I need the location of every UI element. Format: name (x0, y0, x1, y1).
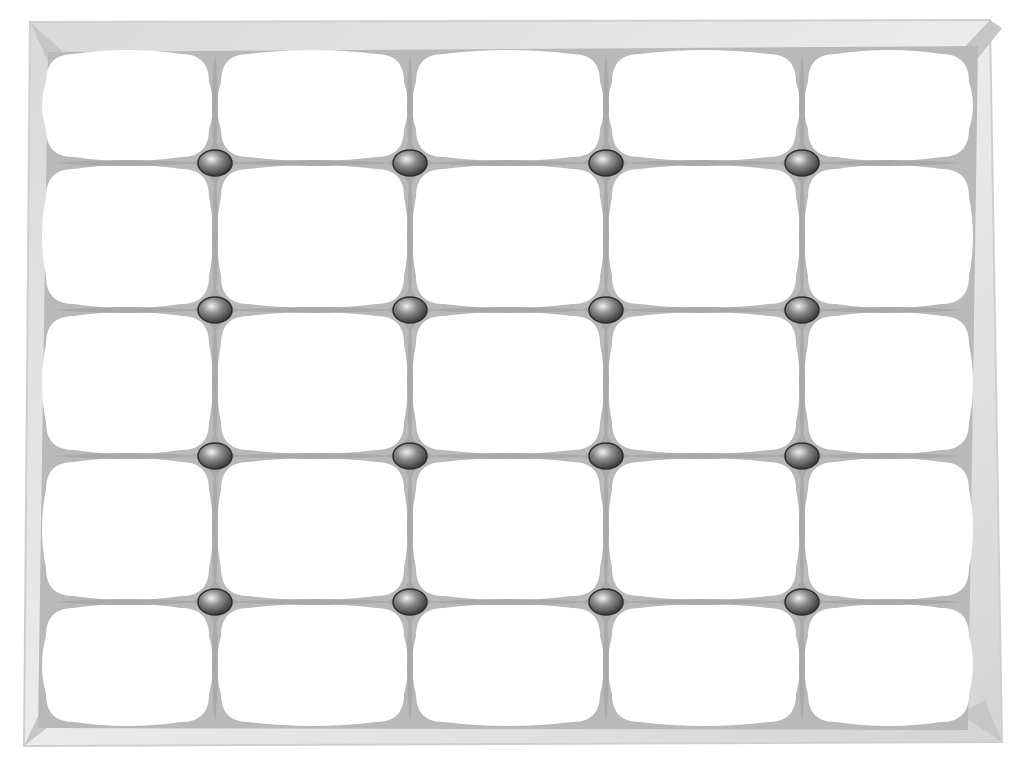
cushion (412, 165, 604, 308)
tuft-button (588, 149, 624, 177)
crease-vertical (212, 460, 218, 598)
crease-horizontal (816, 599, 961, 605)
tuft-button (197, 296, 233, 324)
crease-vertical (603, 460, 609, 598)
cushion (804, 312, 973, 454)
cushion (804, 604, 973, 726)
crease-vertical (212, 167, 218, 306)
crease-horizontal (54, 453, 201, 459)
crease-horizontal (424, 160, 592, 166)
crease-vertical (212, 52, 218, 159)
tuft-button (197, 149, 233, 177)
cushion (608, 312, 800, 454)
crease-vertical (603, 167, 609, 306)
crease-horizontal (229, 307, 396, 313)
cushion (804, 165, 973, 308)
crease-horizontal (54, 599, 201, 605)
crease-horizontal (229, 453, 396, 459)
cushion (42, 312, 213, 454)
crease-horizontal (424, 453, 592, 459)
cushion (217, 50, 408, 161)
tuft-button (588, 296, 624, 324)
crease-vertical (407, 460, 413, 598)
cushion (804, 50, 973, 161)
crease-horizontal (424, 307, 592, 313)
crease-horizontal (816, 307, 961, 313)
crease-vertical (603, 52, 609, 159)
crease-vertical (799, 167, 805, 306)
crease-grid (54, 52, 961, 724)
crease-horizontal (620, 307, 788, 313)
crease-horizontal (620, 453, 788, 459)
cushion (42, 458, 213, 600)
crease-vertical (799, 606, 805, 724)
cushion (608, 604, 800, 726)
cushion (42, 604, 213, 726)
crease-vertical (799, 314, 805, 452)
tuft-button (784, 296, 820, 324)
tuft-button (784, 149, 820, 177)
tuft-button (588, 442, 624, 470)
cushion (42, 165, 213, 308)
crease-vertical (212, 606, 218, 724)
cushion (804, 458, 973, 600)
crease-horizontal (816, 160, 961, 166)
cushion (217, 604, 408, 726)
frame-corner-bottom-right (960, 700, 1002, 742)
crease-vertical (407, 606, 413, 724)
crease-vertical (407, 52, 413, 159)
cushion (42, 50, 213, 161)
crease-vertical (603, 606, 609, 724)
crease-vertical (407, 314, 413, 452)
crease-horizontal (229, 599, 396, 605)
cushion (412, 604, 604, 726)
crease-horizontal (620, 599, 788, 605)
cushion-grid (42, 50, 973, 726)
crease-vertical (799, 52, 805, 159)
crease-horizontal (620, 160, 788, 166)
cushion (217, 165, 408, 308)
crease-vertical (603, 314, 609, 452)
cushion (217, 458, 408, 600)
crease-horizontal (424, 599, 592, 605)
crease-vertical (212, 314, 218, 452)
crease-horizontal (229, 160, 396, 166)
cushion (217, 312, 408, 454)
crease-horizontal (816, 453, 961, 459)
crease-vertical (407, 167, 413, 306)
tuft-button (392, 588, 428, 616)
cushion (608, 458, 800, 600)
tuft-button (392, 296, 428, 324)
cushion (608, 165, 800, 308)
crease-vertical (799, 460, 805, 598)
cushion (412, 458, 604, 600)
button-grid (189, 139, 828, 626)
crease-horizontal (54, 307, 201, 313)
tuft-button (392, 442, 428, 470)
cushion (412, 312, 604, 454)
tuft-button (588, 588, 624, 616)
tuft-button (197, 442, 233, 470)
cushion (608, 50, 800, 161)
tuft-button (784, 442, 820, 470)
cushion (412, 50, 604, 161)
crease-horizontal (54, 160, 201, 166)
tuft-button (392, 149, 428, 177)
tuft-button (784, 588, 820, 616)
tuft-button (197, 588, 233, 616)
